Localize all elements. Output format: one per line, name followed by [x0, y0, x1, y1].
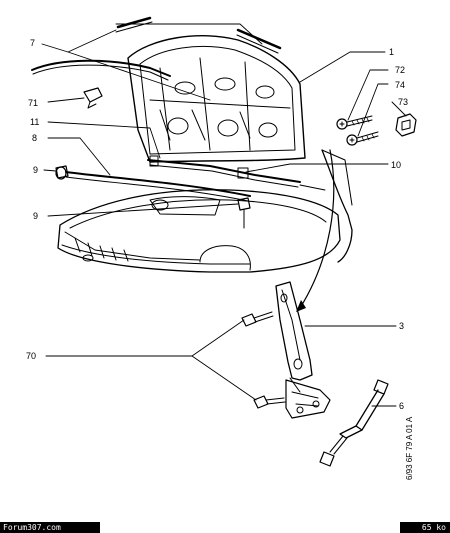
callout-1: 1 [389, 47, 394, 57]
weatherstrip-rod-edge [65, 176, 249, 202]
car-body [57, 149, 353, 273]
bonnet-top-seal-right [236, 28, 282, 50]
bonnet-top-seal-right-edge [236, 34, 279, 54]
weatherstrip-rod [65, 171, 251, 197]
side-trim-strip [31, 59, 171, 77]
hinge [275, 281, 331, 419]
callout-6: 6 [399, 401, 404, 411]
callout-71: 71 [28, 98, 38, 108]
callout-7: 7 [30, 38, 35, 48]
callout-9-upper: 9 [33, 165, 38, 175]
footer-file-size: 65 ko [400, 522, 450, 533]
callout-72: 72 [395, 65, 405, 75]
callout-9-lower: 9 [33, 211, 38, 221]
bolt-70-lower [253, 395, 286, 409]
callout-73: 73 [398, 97, 408, 107]
callout-70: 70 [26, 351, 36, 361]
callout-3: 3 [399, 321, 404, 331]
assembly-arrow [299, 149, 335, 309]
seal-clip-10 [237, 167, 249, 179]
bolt-70-upper [241, 311, 274, 327]
leader-lines [41, 23, 407, 407]
bonnet [127, 35, 306, 163]
bonnet-top-seal-left [116, 16, 152, 29]
callout-8: 8 [32, 133, 37, 143]
assembly-arrow-head [296, 300, 306, 312]
callout-74: 74 [395, 80, 405, 90]
bolt-9 [237, 197, 251, 229]
exploded-view-drawing: 7 1 72 74 73 71 11 8 9 10 9 3 70 6 6/93 … [26, 16, 417, 480]
seal-clip-11 [149, 155, 159, 167]
drawing-code: 6/93 6F 79 A 01 A [405, 416, 414, 480]
callout-11: 11 [30, 117, 39, 127]
callout-10: 10 [391, 160, 401, 170]
bonnet-front-seal-edge [149, 164, 299, 188]
gas-strut [319, 379, 389, 467]
clip-9 [55, 165, 69, 179]
footer-site-label: Forum307.com [0, 522, 100, 533]
nut-73 [395, 113, 417, 137]
grommet-71 [83, 87, 103, 109]
side-trim-strip-edge [32, 64, 169, 81]
bonnet-front-seal [147, 159, 301, 183]
screw-74 [346, 131, 379, 146]
screw-72 [336, 115, 373, 130]
